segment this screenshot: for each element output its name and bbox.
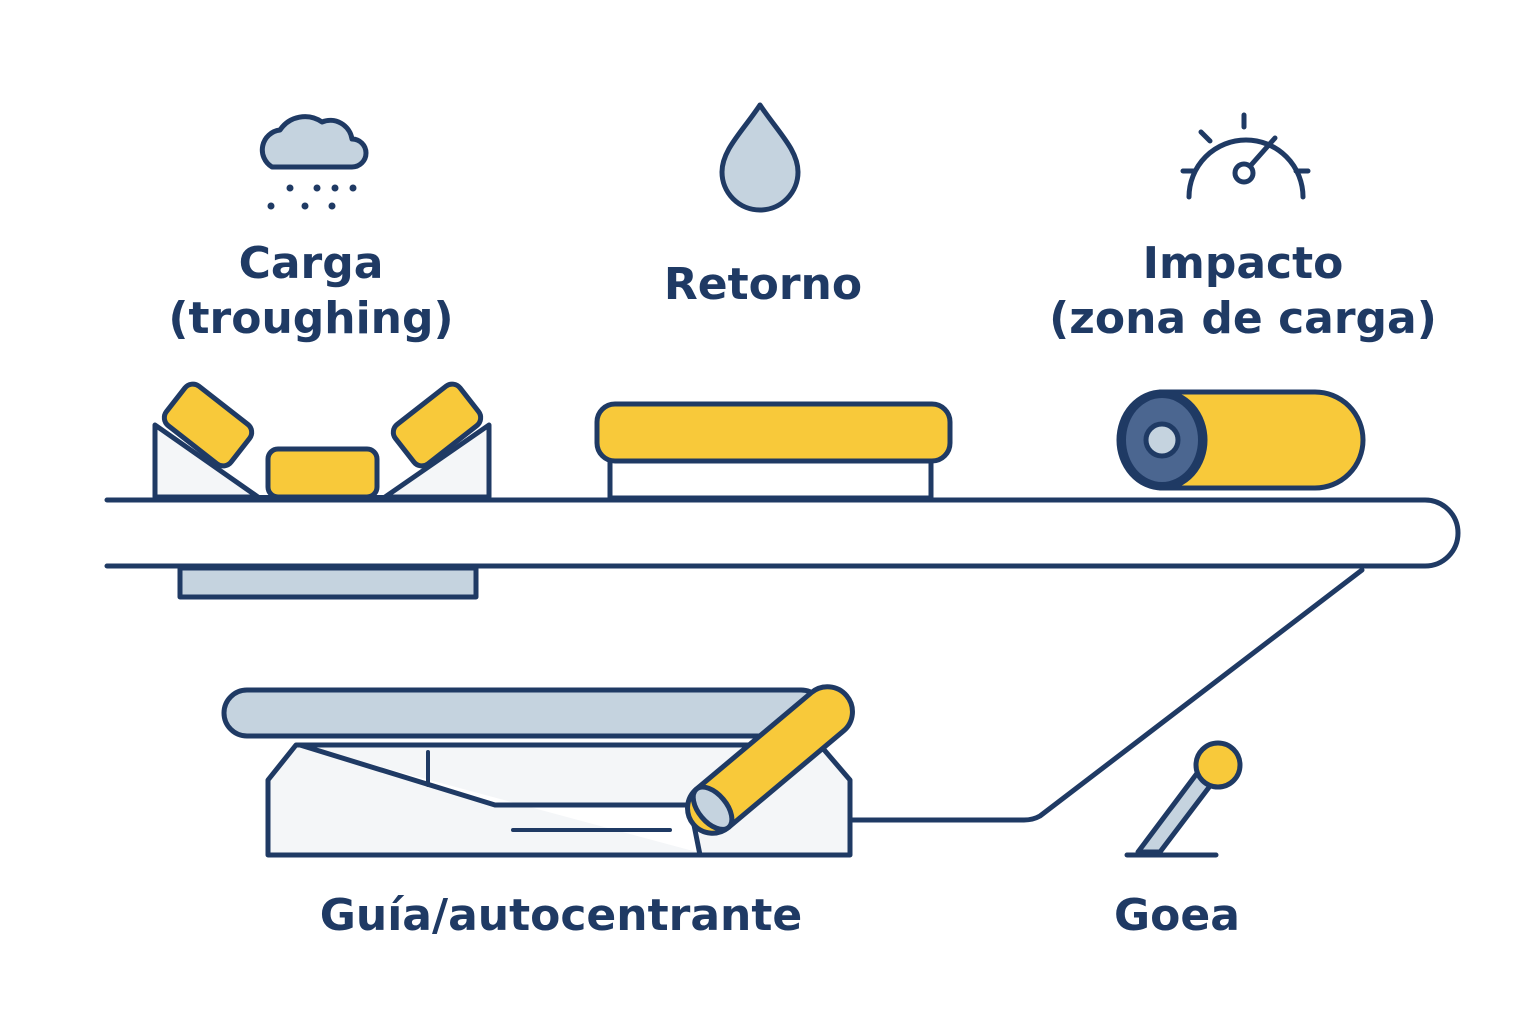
impacto-label-line1: Impacto	[1143, 238, 1344, 289]
support-line	[737, 567, 1365, 823]
cloud-rain-icon	[259, 114, 369, 210]
impacto-label-line2: (zona de carga)	[1049, 293, 1437, 344]
goea-label: Goea	[1114, 890, 1240, 941]
troughing-idler	[152, 381, 492, 500]
return-idler	[594, 401, 953, 501]
goea-lever	[1124, 740, 1243, 858]
impact-idler	[1116, 389, 1366, 491]
conveyor-belt	[104, 497, 1461, 569]
self-aligning-guide-idler	[221, 684, 855, 858]
carga-label-line2: (troughing)	[168, 293, 453, 344]
water-drop-icon	[719, 102, 801, 213]
guia-label: Guía/autocentrante	[320, 890, 802, 941]
belt-underside-plate	[177, 565, 479, 600]
retorno-label: Retorno	[664, 259, 862, 310]
carga-label-line1: Carga	[239, 238, 384, 289]
gauge-icon	[1180, 112, 1311, 200]
